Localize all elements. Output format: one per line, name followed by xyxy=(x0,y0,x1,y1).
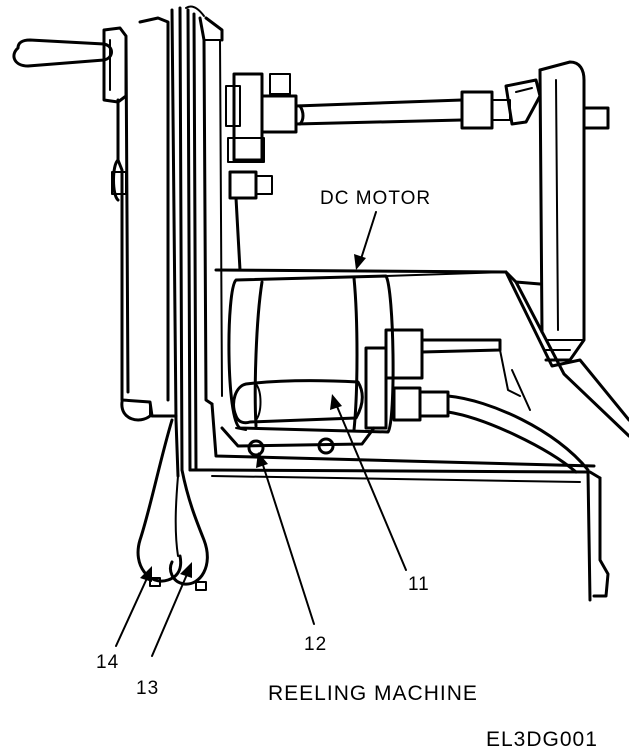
crank-handle xyxy=(12,26,128,104)
part-12-label: 12 xyxy=(304,634,327,655)
dc-motor-label: DC MOTOR xyxy=(320,188,431,209)
base-platform xyxy=(188,268,629,602)
part-11-shape xyxy=(232,379,364,425)
cable-bags xyxy=(136,418,209,591)
part-11-label: 11 xyxy=(408,574,430,595)
left-side-frame xyxy=(111,16,178,422)
top-shaft xyxy=(225,72,542,272)
dc-motor-body xyxy=(227,271,590,474)
part-13-label: 13 xyxy=(136,678,159,699)
belt-assembly xyxy=(170,5,224,478)
part-12-bracket xyxy=(220,426,376,457)
right-upright xyxy=(538,60,610,362)
diagram-title: REELING MACHINE xyxy=(268,682,478,705)
figure-id: EL3DG001 xyxy=(486,728,598,751)
part-14-label: 14 xyxy=(96,652,119,673)
leader-lines xyxy=(115,211,407,657)
